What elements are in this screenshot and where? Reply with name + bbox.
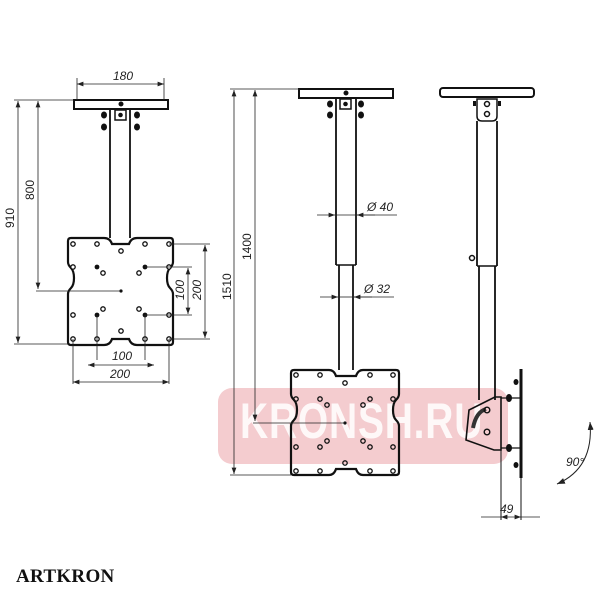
front-view-max-dimensions [230, 88, 397, 476]
dim-vesa-v-outer: 200 [190, 280, 204, 301]
dim-total-height-min: 910 [3, 208, 17, 228]
side-view-dimensions [481, 421, 594, 520]
dim-center-height-max: 1400 [240, 233, 254, 260]
dim-lower-tube-diameter: Ø 32 [363, 282, 390, 296]
dim-depth: 49 [500, 502, 514, 516]
dim-total-height-max: 1510 [220, 273, 234, 300]
dim-plate-width: 180 [113, 69, 133, 83]
side-view [439, 87, 535, 520]
dim-vesa-v-inner: 100 [173, 280, 187, 300]
ceiling-plate [439, 87, 535, 98]
watermark-band [218, 388, 508, 464]
dim-vesa-h-inner: 100 [112, 349, 132, 363]
dim-center-height-min: 800 [23, 180, 37, 200]
dim-tilt-angle: 90° [566, 455, 584, 469]
front-view-min [66, 99, 175, 347]
dim-upper-tube-diameter: Ø 40 [366, 200, 393, 214]
front-view-max [289, 88, 401, 477]
dim-vesa-h-outer: 200 [109, 367, 130, 381]
brand-logo: ARTKRON [16, 566, 115, 587]
front-view-min-dimensions [14, 78, 210, 385]
